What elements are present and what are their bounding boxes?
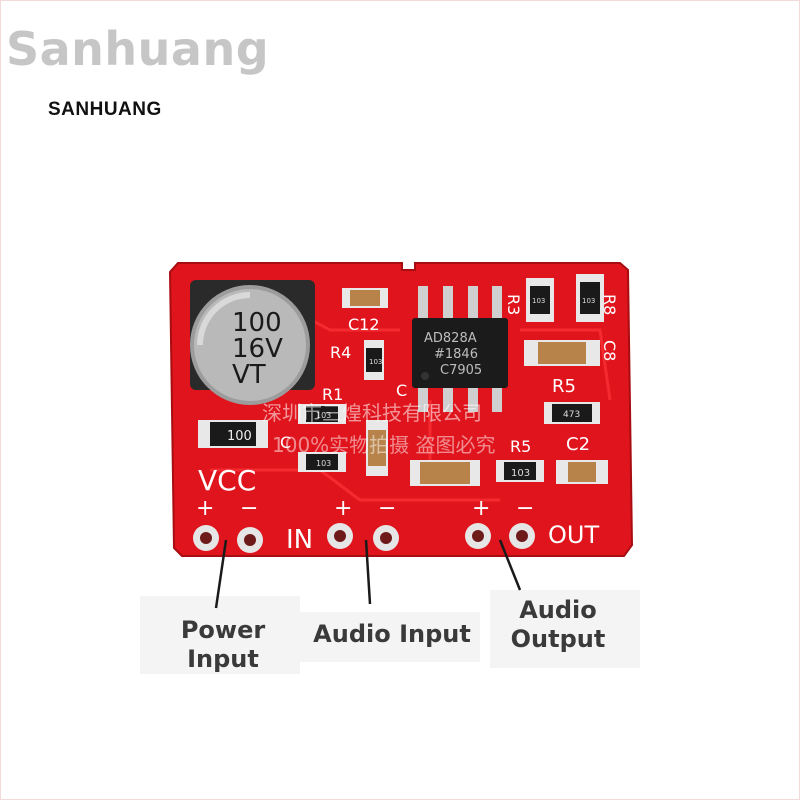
res-code-r4: 103 bbox=[369, 358, 382, 366]
power-callout-line bbox=[214, 539, 228, 609]
chip-text-2: #1846 bbox=[434, 347, 478, 362]
brand-logo-text: SANHUANG bbox=[48, 99, 162, 120]
silk-c12: C12 bbox=[348, 315, 380, 334]
cap-text-3: VT bbox=[232, 360, 266, 390]
silk-r8: R8 bbox=[600, 294, 619, 315]
silk-r1: R1 bbox=[322, 385, 343, 404]
silkscreen-labels: C12 R4 R1 C C R3 R8 C8 R5 R5 C2 VCC IN O… bbox=[196, 294, 619, 555]
silk-out: OUT bbox=[548, 521, 599, 549]
res-code-c5: 103 bbox=[316, 459, 331, 468]
silk-r3: R3 bbox=[504, 294, 523, 315]
chip-text-1: AD828A bbox=[424, 331, 477, 346]
res-code-r1: 103 bbox=[316, 411, 331, 420]
label-audio-input: Audio Input bbox=[313, 620, 471, 648]
silk-c8: C8 bbox=[600, 340, 619, 361]
label-audio-output: Audio Output bbox=[500, 596, 616, 654]
label-power-input: Power Input bbox=[168, 616, 278, 674]
cap-text-2: 16V bbox=[232, 334, 283, 364]
audio-input-label-bg bbox=[300, 612, 480, 662]
silk-vcc: VCC bbox=[198, 464, 256, 497]
label-output-line2: Output bbox=[510, 625, 606, 653]
overlay-company: 深圳市三煌科技有限公司 bbox=[262, 401, 482, 425]
silk-out-minus: − bbox=[516, 496, 534, 521]
silk-in: IN bbox=[286, 525, 313, 555]
audio-output-callout-line bbox=[498, 539, 522, 591]
power-label-bg bbox=[140, 596, 300, 674]
silk-r5: R5 bbox=[552, 376, 576, 397]
silk-out-plus: + bbox=[472, 496, 490, 521]
silk-c1: C bbox=[396, 381, 407, 400]
chip-text-3: C7905 bbox=[440, 363, 482, 378]
cap-text-1: 100 bbox=[232, 308, 282, 338]
silk-c2: C2 bbox=[566, 434, 590, 455]
res-code-100: 100 bbox=[227, 429, 252, 444]
label-power-line2: Input bbox=[187, 645, 259, 673]
silk-c5: C bbox=[280, 433, 291, 452]
label-power-line1: Power bbox=[180, 616, 266, 644]
ic-chip: AD828A #1846 C7905 bbox=[412, 286, 508, 412]
audio-output-label-bg bbox=[490, 590, 640, 668]
smd-components bbox=[198, 274, 608, 486]
audio-input-callout-line bbox=[364, 539, 372, 605]
res-code-r3: 103 bbox=[532, 297, 545, 305]
label-output-line1: Audio bbox=[519, 596, 597, 624]
silk-vcc-minus: − bbox=[240, 496, 258, 521]
res-code-r8: 103 bbox=[582, 297, 595, 305]
res-code-r5: 473 bbox=[563, 410, 580, 420]
silk-r4: R4 bbox=[330, 343, 351, 362]
silk-in-minus: − bbox=[378, 496, 396, 521]
silk-r5b: R5 bbox=[510, 437, 531, 456]
watermark-text: Sanhuang bbox=[6, 22, 270, 76]
silk-in-plus: + bbox=[334, 496, 352, 521]
silk-vcc-plus: + bbox=[196, 496, 214, 521]
res-code-r5b: 103 bbox=[511, 468, 530, 479]
electrolytic-capacitor: 100 16V VT bbox=[190, 280, 315, 405]
pin-holes bbox=[193, 523, 535, 553]
overlay-notice: 100%实物拍摄 盗图必究 bbox=[272, 433, 496, 457]
